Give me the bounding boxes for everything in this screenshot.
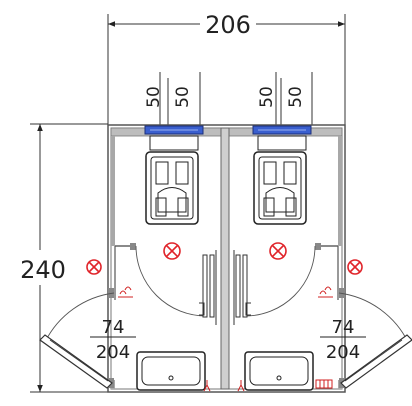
overall-height-label: 240 [20, 256, 66, 284]
prohibition-icon-left-inner [163, 242, 181, 260]
coat-hook-icon-right [318, 286, 333, 298]
stall-walls [107, 124, 346, 393]
right-entrance-door [338, 288, 412, 389]
left-wash-basin [136, 351, 206, 391]
overall-width-dimension: 206 [107, 11, 346, 125]
left-clearance-a: 50 [144, 86, 164, 108]
coat-hook-icon-left [118, 286, 133, 298]
prohibition-icon-left-outer [86, 259, 102, 275]
prohibition-icon-right-inner [269, 242, 287, 260]
right-clearance-b: 50 [286, 86, 306, 108]
right-door-fraction: 74 204 [320, 317, 366, 363]
right-stall-clearance-dimension: 50 50 [257, 72, 313, 125]
left-entrance-door [39, 288, 115, 389]
left-stall-clearance-dimension: 50 50 [144, 72, 201, 125]
right-door-fraction-bottom: 204 [326, 342, 360, 363]
left-clearance-b: 50 [173, 86, 193, 108]
floor-fitting-icons [203, 379, 333, 392]
prohibition-icon-right-outer [347, 259, 363, 275]
left-squat-toilet [145, 135, 199, 225]
right-door-fraction-top: 74 [332, 317, 355, 338]
left-cistern [144, 125, 204, 135]
right-cistern [252, 125, 312, 135]
right-clearance-a: 50 [257, 86, 277, 108]
left-door-fraction-bottom: 204 [96, 342, 130, 363]
inner-partitions [114, 243, 339, 300]
right-squat-toilet [253, 135, 307, 225]
right-wash-basin [244, 351, 314, 391]
inner-door-swings [135, 245, 316, 325]
left-door-fraction-top: 74 [102, 317, 125, 338]
overall-width-label: 206 [205, 11, 251, 39]
left-door-fraction: 74 204 [90, 317, 136, 363]
overall-height-dimension: 240 [20, 123, 108, 393]
